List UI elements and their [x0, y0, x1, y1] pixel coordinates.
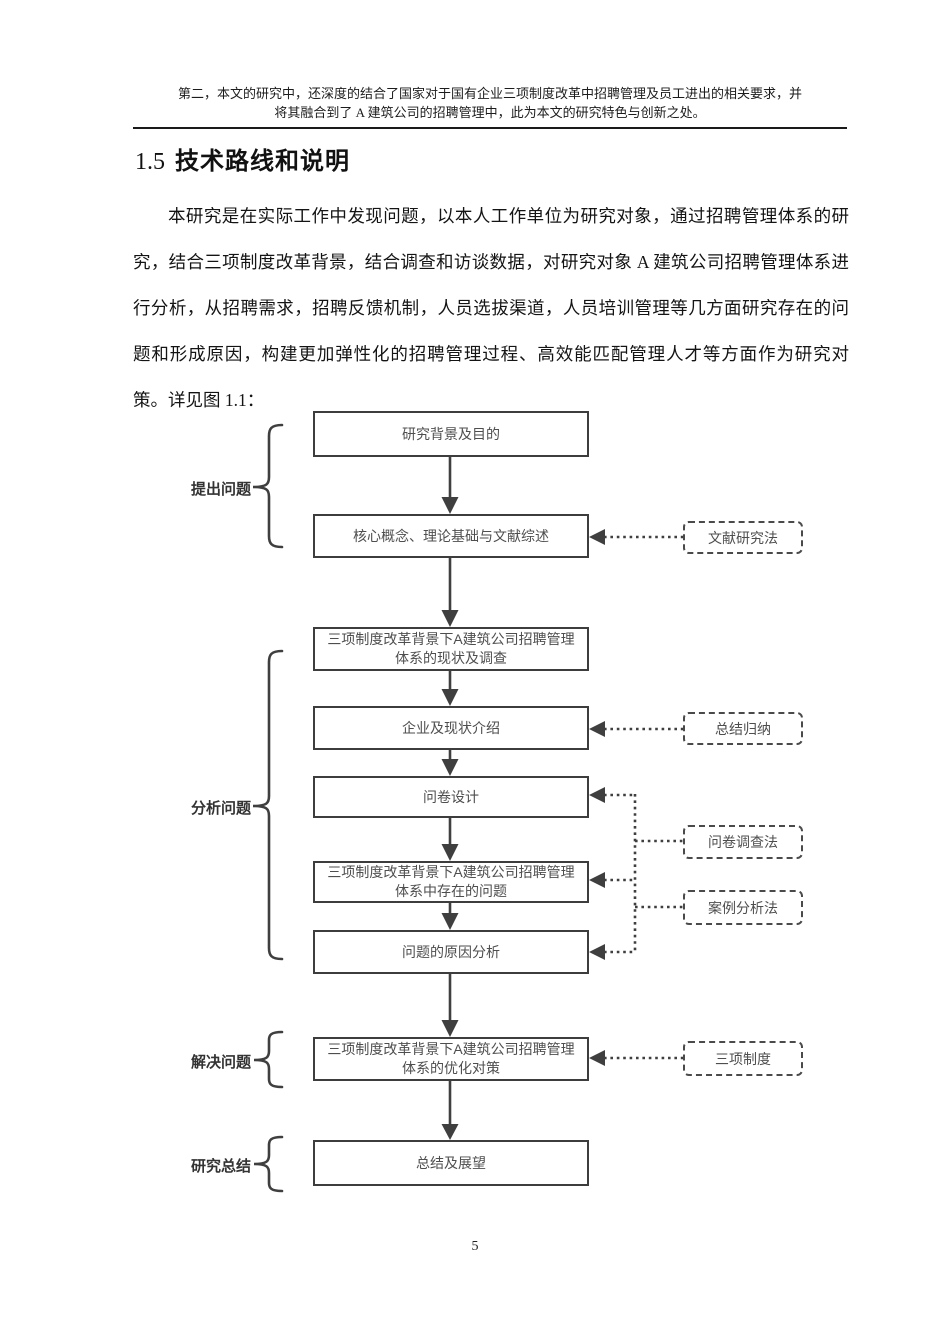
flow-box-summary-outlook: 总结及展望: [313, 1140, 589, 1186]
stage-label-raise-problem: 提出问题: [190, 481, 251, 498]
flow-box-existing-problems: 三项制度改革背景下A建筑公司招聘管理体系中存在的问题: [313, 861, 589, 903]
method-box-three-systems: 三项制度: [683, 1041, 803, 1076]
stage-label-solve-problem: 解决问题: [190, 1054, 251, 1071]
flow-box-questionnaire-design: 问卷设计: [313, 776, 589, 818]
method-box-summarization: 总结归纳: [683, 712, 803, 745]
flow-box-optimization: 三项制度改革背景下A建筑公司招聘管理体系的优化对策: [313, 1037, 589, 1081]
method-box-questionnaire-survey: 问卷调查法: [683, 825, 803, 859]
section-heading: 1.5 技术路线和说明: [135, 141, 350, 176]
stage-label-analyze-problem: 分析问题: [190, 800, 251, 817]
flow-box-cause-analysis: 问题的原因分析: [313, 930, 589, 974]
stage-label-research-summary: 研究总结: [190, 1158, 251, 1175]
method-box-literature-research: 文献研究法: [683, 521, 803, 554]
flow-box-research-background: 研究背景及目的: [313, 411, 589, 457]
flow-box-core-concepts: 核心概念、理论基础与文献综述: [313, 514, 589, 558]
page-number: 5: [471, 1239, 479, 1254]
flow-box-current-status: 三项制度改革背景下A建筑公司招聘管理体系的现状及调查: [313, 627, 589, 671]
page-header-line1: 第二，本文的研究中，还深度的结合了国家对于国有企业三项制度改革中招聘管理及员工进…: [177, 86, 802, 101]
body-paragraph: 本研究是在实际工作中发现问题，以本人工作单位为研究对象，通过招聘管理体系的研究，…: [133, 206, 849, 410]
method-box-case-analysis: 案例分析法: [683, 890, 803, 925]
section-number: 1.5: [135, 149, 165, 175]
flow-box-company-intro: 企业及现状介绍: [313, 706, 589, 750]
header-rule: [133, 127, 847, 129]
page-header: 第二，本文的研究中，还深度的结合了国家对于国有企业三项制度改革中招聘管理及员工进…: [133, 84, 847, 122]
section-title: 技术路线和说明: [175, 148, 350, 175]
page-header-line2: 将其融合到了 A 建筑公司的招聘管理中，此为本文的研究特色与创新之处。: [274, 105, 706, 120]
